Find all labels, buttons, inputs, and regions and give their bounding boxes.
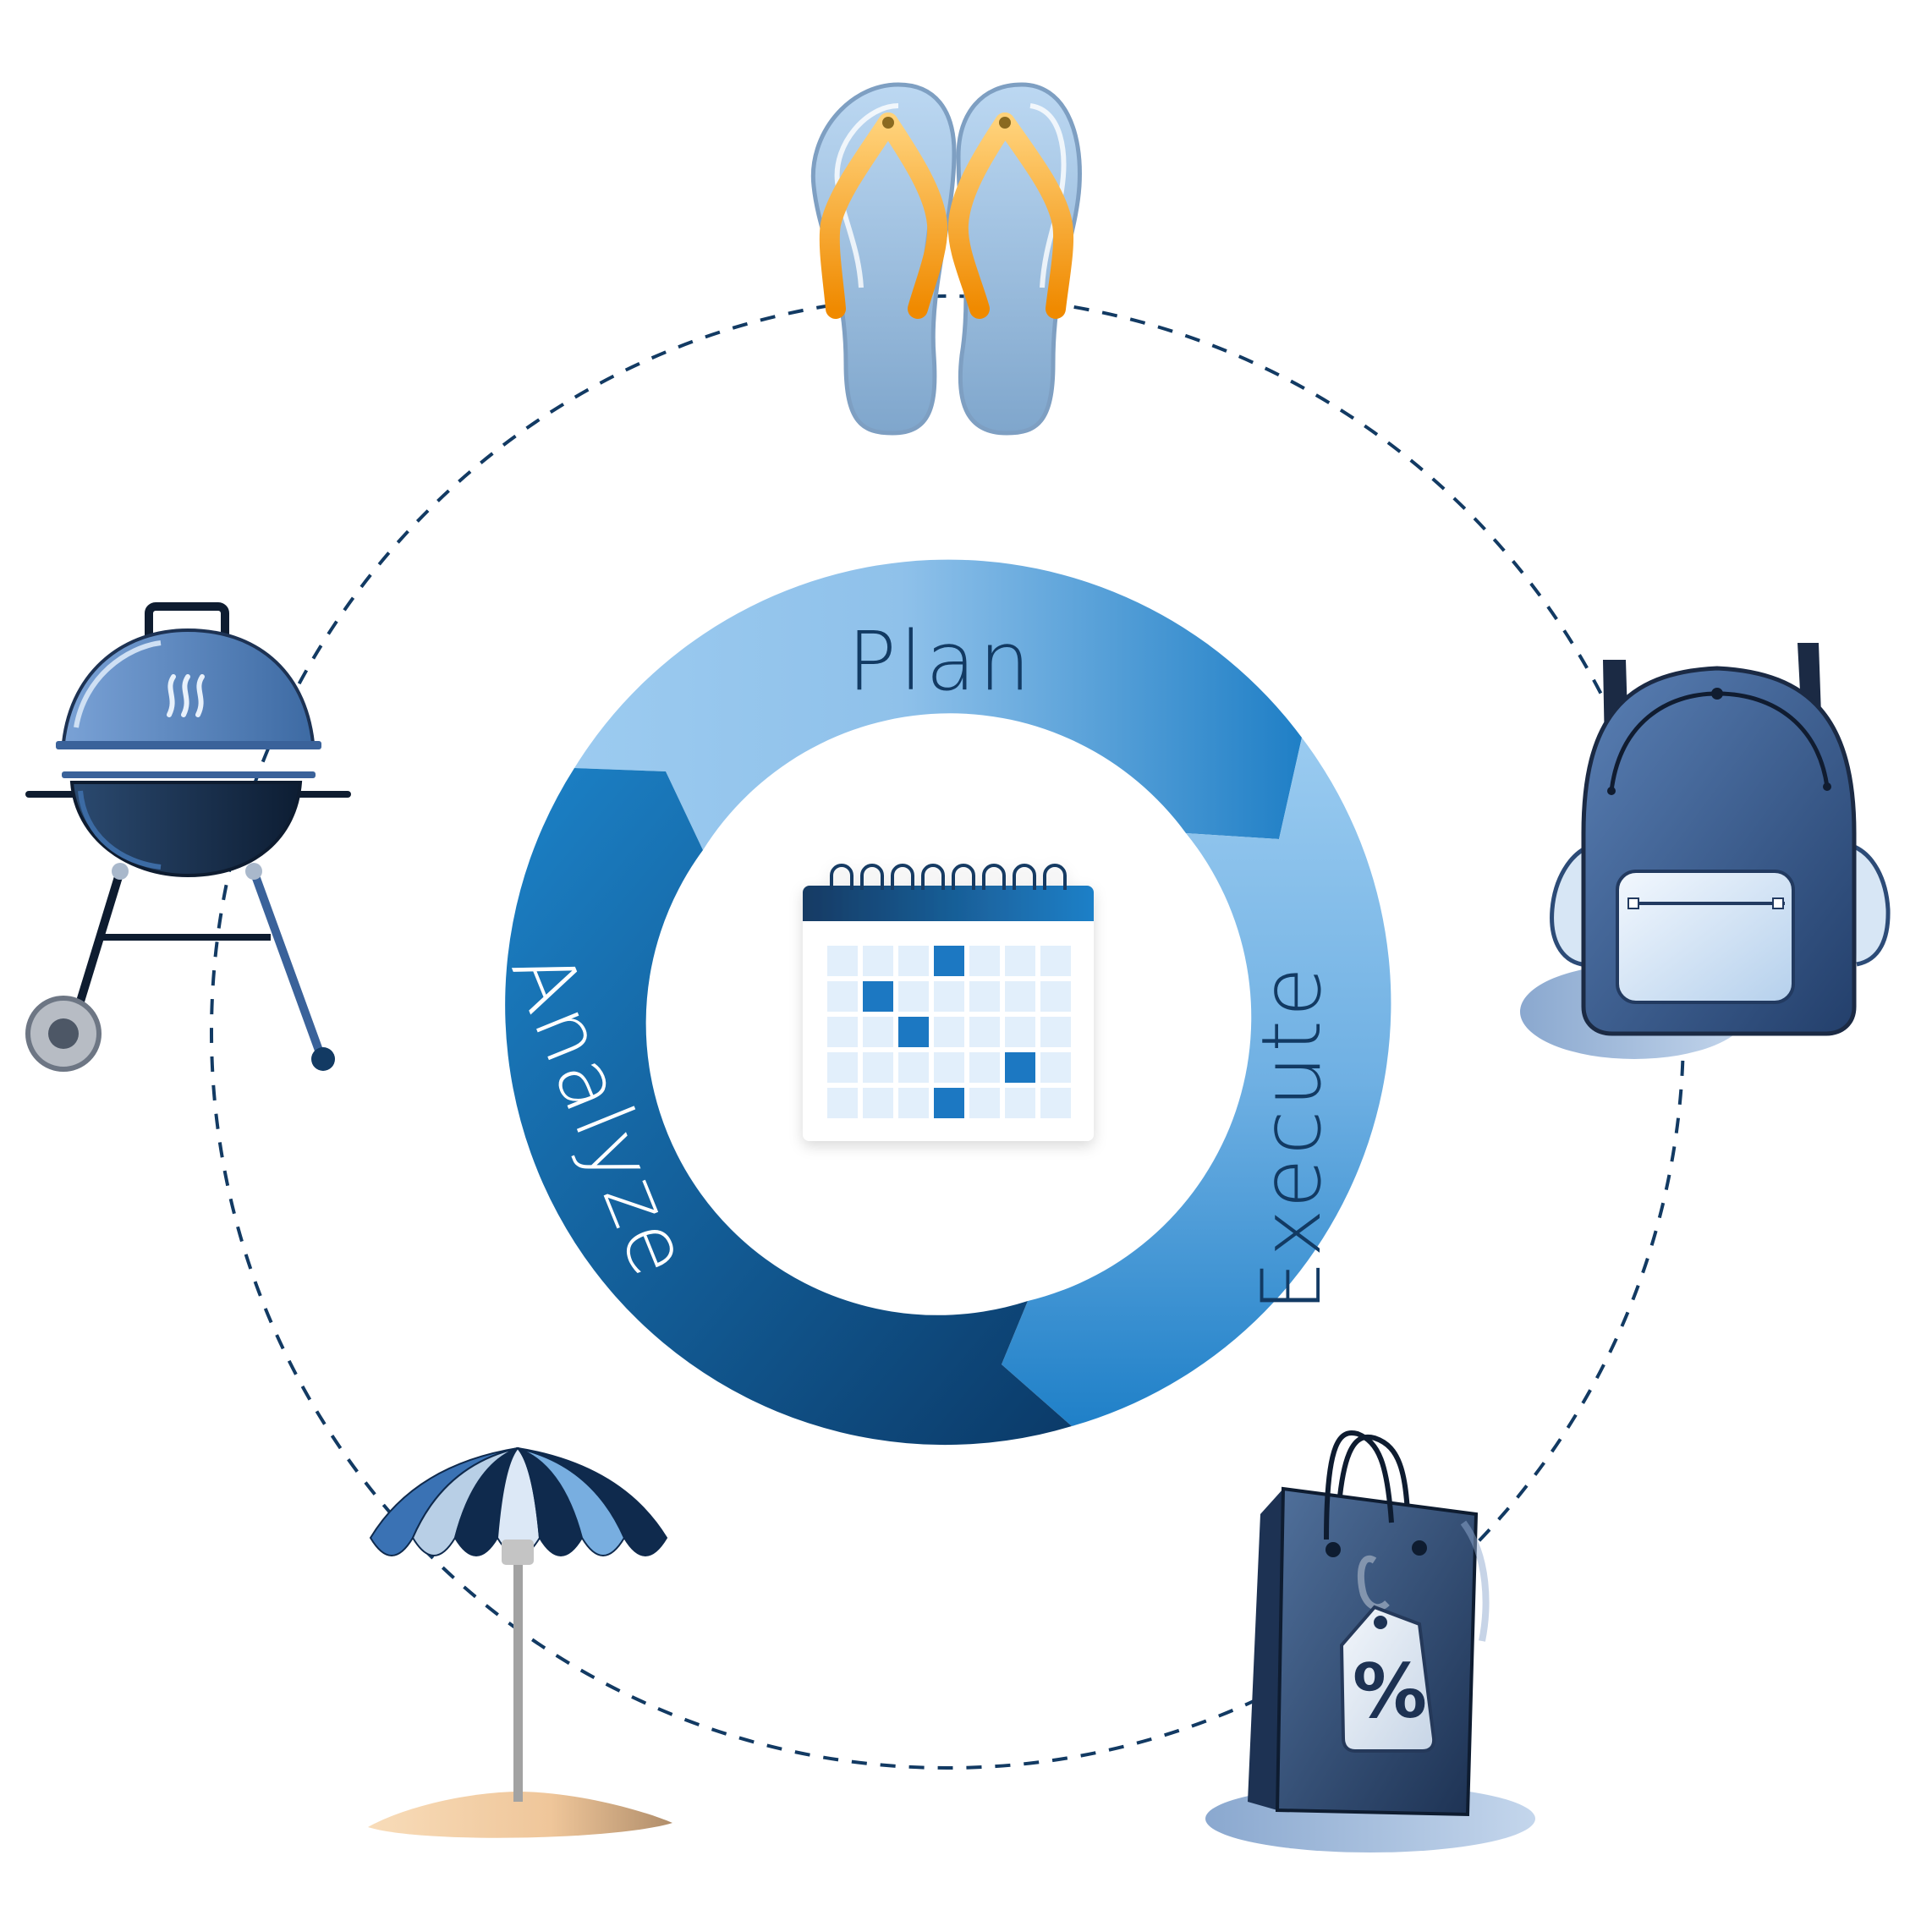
calendar-cell-highlighted	[898, 1017, 929, 1047]
calendar-icon	[803, 864, 1094, 1141]
calendar-cell	[934, 1052, 964, 1083]
calendar-cell	[827, 981, 858, 1012]
calendar-cell	[1040, 1017, 1071, 1047]
calendar-cell	[934, 981, 964, 1012]
tag-percent-text: %	[1353, 1648, 1427, 1735]
grill-icon	[25, 602, 351, 1072]
calendar-ring	[1013, 864, 1036, 890]
calendar-ring	[952, 864, 975, 890]
calendar-cell	[863, 1088, 893, 1118]
calendar-cell	[1005, 1017, 1035, 1047]
label-execute: Execute	[1244, 963, 1339, 1312]
calendar-cell-highlighted	[863, 981, 893, 1012]
ring-segment-plan	[574, 559, 1302, 850]
beach-umbrella-icon	[368, 1446, 672, 1838]
calendar-cell-highlighted	[934, 946, 964, 976]
calendar-cell	[1040, 1052, 1071, 1083]
calendar-cell-highlighted	[1005, 1052, 1035, 1083]
ring-segment-execute	[1002, 738, 1391, 1426]
calendar-cell-highlighted	[934, 1088, 964, 1118]
calendar-cell	[969, 946, 1000, 976]
calendar-cell	[969, 1052, 1000, 1083]
calendar-cell	[1005, 946, 1035, 976]
umbrella-stripe	[517, 1447, 668, 1556]
calendar-cell	[898, 1088, 929, 1118]
calendar-cell	[969, 1088, 1000, 1118]
calendar-cell	[1040, 1088, 1071, 1118]
shopping-bag-icon: %	[1205, 1430, 1535, 1852]
calendar-cell	[969, 1017, 1000, 1047]
label-plan: Plan	[848, 614, 1034, 709]
calendar-cell	[1005, 1088, 1035, 1118]
calendar-cell	[827, 946, 858, 976]
calendar-cell	[863, 1052, 893, 1083]
calendar-cell	[898, 1052, 929, 1083]
calendar-cell	[934, 1017, 964, 1047]
calendar-cell	[827, 1052, 858, 1083]
calendar-ring	[982, 864, 1006, 890]
flip-flops-icon	[810, 82, 1082, 436]
calendar-cell	[863, 1017, 893, 1047]
calendar-ring	[921, 864, 945, 890]
calendar-cell	[827, 1088, 858, 1118]
calendar-cell	[1005, 981, 1035, 1012]
backpack-icon	[1520, 643, 1891, 1059]
calendar-cell	[1040, 981, 1071, 1012]
calendar-cell	[1040, 946, 1071, 976]
calendar-cell	[898, 946, 929, 976]
calendar-ring	[1043, 864, 1067, 890]
calendar-cell	[969, 981, 1000, 1012]
cycle-ring	[505, 559, 1391, 1446]
calendar-ring	[830, 864, 853, 890]
calendar-cell	[863, 946, 893, 976]
calendar-ring	[860, 864, 884, 890]
calendar-ring	[891, 864, 914, 890]
ring-segment-analyze	[505, 768, 1072, 1446]
calendar-cell	[827, 1017, 858, 1047]
calendar-cell	[898, 981, 929, 1012]
